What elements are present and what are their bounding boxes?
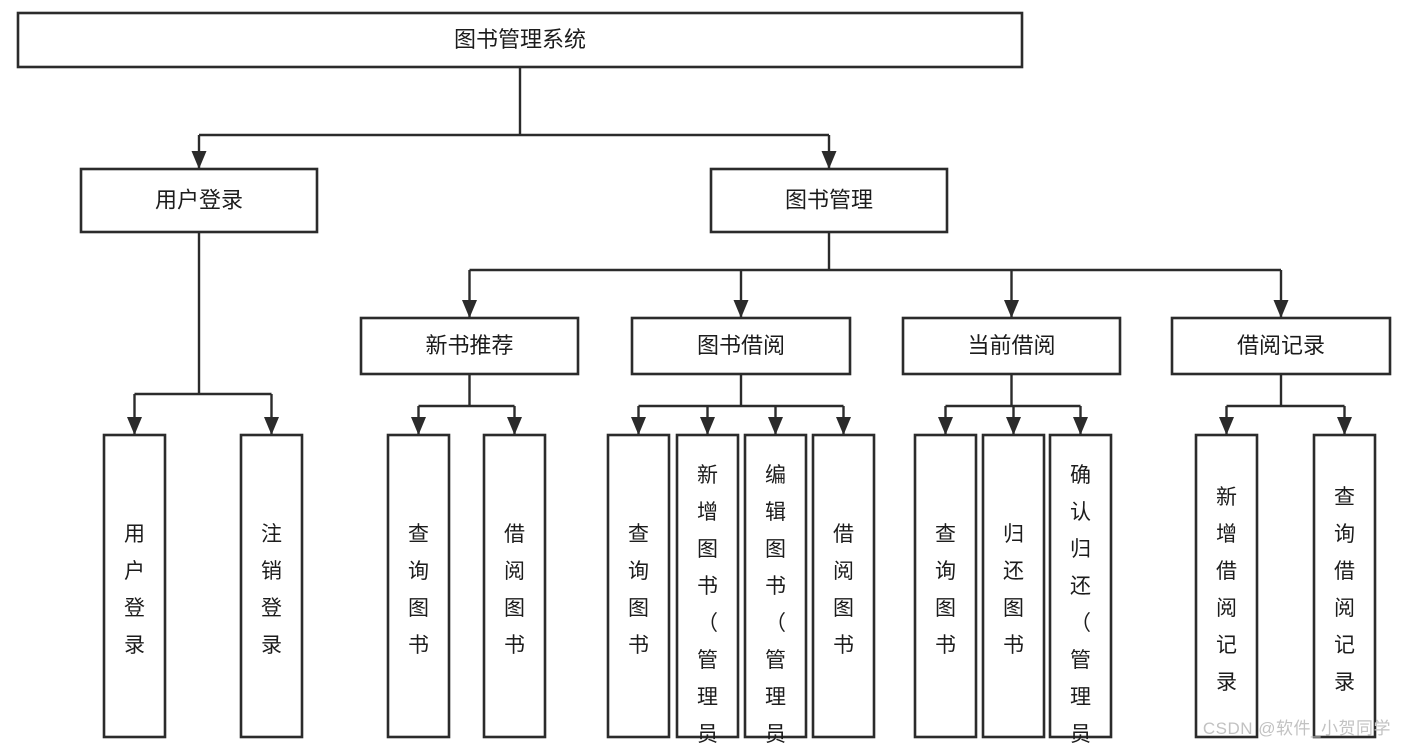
node-leaf-query-book-borrow[interactable]: 查询图书 <box>606 433 671 739</box>
node-box-leaf-borrow-book-recommend <box>482 433 547 739</box>
arrow-head-icon <box>1273 300 1289 318</box>
node-label-leaf-borrow-book: 借阅图书 <box>833 523 854 657</box>
node-box-leaf-confirm-return-admin <box>1048 433 1113 739</box>
node-label-leaf-confirm-return-admin: 确认归还（管理员） <box>1070 464 1091 747</box>
arrow-head-icon <box>631 417 646 435</box>
node-box-root <box>16 11 1024 69</box>
connector-conn-recommend-to-leaves <box>411 374 522 435</box>
node-borrow-record[interactable]: 借阅记录 <box>1170 316 1392 376</box>
arrow-head-icon <box>411 417 426 435</box>
node-book-borrow[interactable]: 图书借阅 <box>630 316 852 376</box>
node-box-book-manage <box>709 167 949 234</box>
node-box-leaf-query-book-recommend <box>386 433 451 739</box>
node-box-leaf-user-login <box>102 433 167 739</box>
node-leaf-add-book-admin[interactable]: 新增图书（管理员） <box>675 433 740 747</box>
node-label-book-borrow: 图书借阅 <box>697 333 785 358</box>
node-leaf-query-borrow-record[interactable]: 查询借阅记录 <box>1312 433 1377 739</box>
node-label-root: 图书管理系统 <box>454 27 586 52</box>
node-leaf-query-book-current[interactable]: 查询图书 <box>913 433 978 739</box>
node-leaf-borrow-book[interactable]: 借阅图书 <box>811 433 876 739</box>
node-box-user-login <box>79 167 319 234</box>
arrow-head-icon <box>127 417 142 435</box>
connector-conn-root-to-level2 <box>191 67 837 169</box>
node-box-leaf-add-borrow-record <box>1194 433 1259 739</box>
node-box-leaf-return-book <box>981 433 1046 739</box>
arrow-head-icon <box>733 300 749 318</box>
node-box-current-borrow <box>901 316 1122 376</box>
arrow-head-icon <box>1337 417 1352 435</box>
node-label-leaf-edit-book-admin: 编辑图书（管理员） <box>765 464 786 747</box>
node-layer: 图书管理系统用户登录图书管理新书推荐图书借阅当前借阅借阅记录用户登录注销登录查询… <box>16 11 1392 747</box>
arrow-head-icon <box>462 300 477 318</box>
node-label-book-manage: 图书管理 <box>785 187 873 212</box>
node-label-current-borrow: 当前借阅 <box>967 333 1055 358</box>
connector-conn-bookmanage-to-level3 <box>462 232 1289 318</box>
node-leaf-borrow-book-recommend[interactable]: 借阅图书 <box>482 433 547 739</box>
node-box-leaf-query-book-borrow <box>606 433 671 739</box>
node-leaf-user-login[interactable]: 用户登录 <box>102 433 167 739</box>
node-label-leaf-add-borrow-record: 新增借阅记录 <box>1216 486 1237 694</box>
node-book-manage[interactable]: 图书管理 <box>709 167 949 234</box>
arrow-head-icon <box>700 417 715 435</box>
node-label-leaf-borrow-book-recommend: 借阅图书 <box>504 523 525 657</box>
node-label-borrow-record: 借阅记录 <box>1237 333 1325 358</box>
node-label-user-login: 用户登录 <box>155 187 243 212</box>
node-leaf-query-book-recommend[interactable]: 查询图书 <box>386 433 451 739</box>
node-box-leaf-edit-book-admin <box>743 433 808 739</box>
connector-conn-userlogin-to-leaves <box>127 232 279 435</box>
node-new-book-recommend[interactable]: 新书推荐 <box>359 316 580 376</box>
arrow-head-icon <box>938 417 953 435</box>
node-label-leaf-query-book-borrow: 查询图书 <box>628 523 649 657</box>
arrow-head-icon <box>191 151 207 169</box>
node-box-leaf-logout <box>239 433 304 739</box>
arrow-head-icon <box>1004 300 1019 318</box>
arrow-head-icon <box>1073 417 1088 435</box>
node-box-borrow-record <box>1170 316 1392 376</box>
node-leaf-logout[interactable]: 注销登录 <box>239 433 304 739</box>
node-label-leaf-add-book-admin: 新增图书（管理员） <box>697 464 718 747</box>
node-box-leaf-query-borrow-record <box>1312 433 1377 739</box>
node-root[interactable]: 图书管理系统 <box>16 11 1024 69</box>
node-leaf-confirm-return-admin[interactable]: 确认归还（管理员） <box>1048 433 1113 747</box>
node-leaf-return-book[interactable]: 归还图书 <box>981 433 1046 739</box>
node-label-leaf-query-borrow-record: 查询借阅记录 <box>1334 486 1355 694</box>
arrow-head-icon <box>821 151 837 169</box>
connector-conn-current-to-leaves <box>938 374 1088 435</box>
arrow-head-icon <box>768 417 783 435</box>
node-label-leaf-query-book-recommend: 查询图书 <box>408 523 429 657</box>
node-label-leaf-logout: 注销登录 <box>261 523 282 657</box>
connector-conn-record-to-leaves <box>1219 374 1352 435</box>
node-current-borrow[interactable]: 当前借阅 <box>901 316 1122 376</box>
node-label-leaf-return-book: 归还图书 <box>1003 523 1024 657</box>
arrow-head-icon <box>507 417 522 435</box>
node-box-leaf-query-book-current <box>913 433 978 739</box>
connector-layer <box>127 67 1352 435</box>
node-box-leaf-add-book-admin <box>675 433 740 739</box>
connector-conn-borrow-to-leaves <box>631 374 851 435</box>
node-box-new-book-recommend <box>359 316 580 376</box>
node-leaf-edit-book-admin[interactable]: 编辑图书（管理员） <box>743 433 808 747</box>
arrow-head-icon <box>836 417 851 435</box>
node-leaf-add-borrow-record[interactable]: 新增借阅记录 <box>1194 433 1259 739</box>
node-user-login[interactable]: 用户登录 <box>79 167 319 234</box>
node-label-leaf-query-book-current: 查询图书 <box>935 523 956 657</box>
arrow-head-icon <box>1219 417 1234 435</box>
node-label-new-book-recommend: 新书推荐 <box>425 333 513 358</box>
node-box-book-borrow <box>630 316 852 376</box>
node-label-leaf-user-login: 用户登录 <box>124 523 145 657</box>
node-box-leaf-borrow-book <box>811 433 876 739</box>
arrow-head-icon <box>1006 417 1021 435</box>
arrow-head-icon <box>264 417 279 435</box>
